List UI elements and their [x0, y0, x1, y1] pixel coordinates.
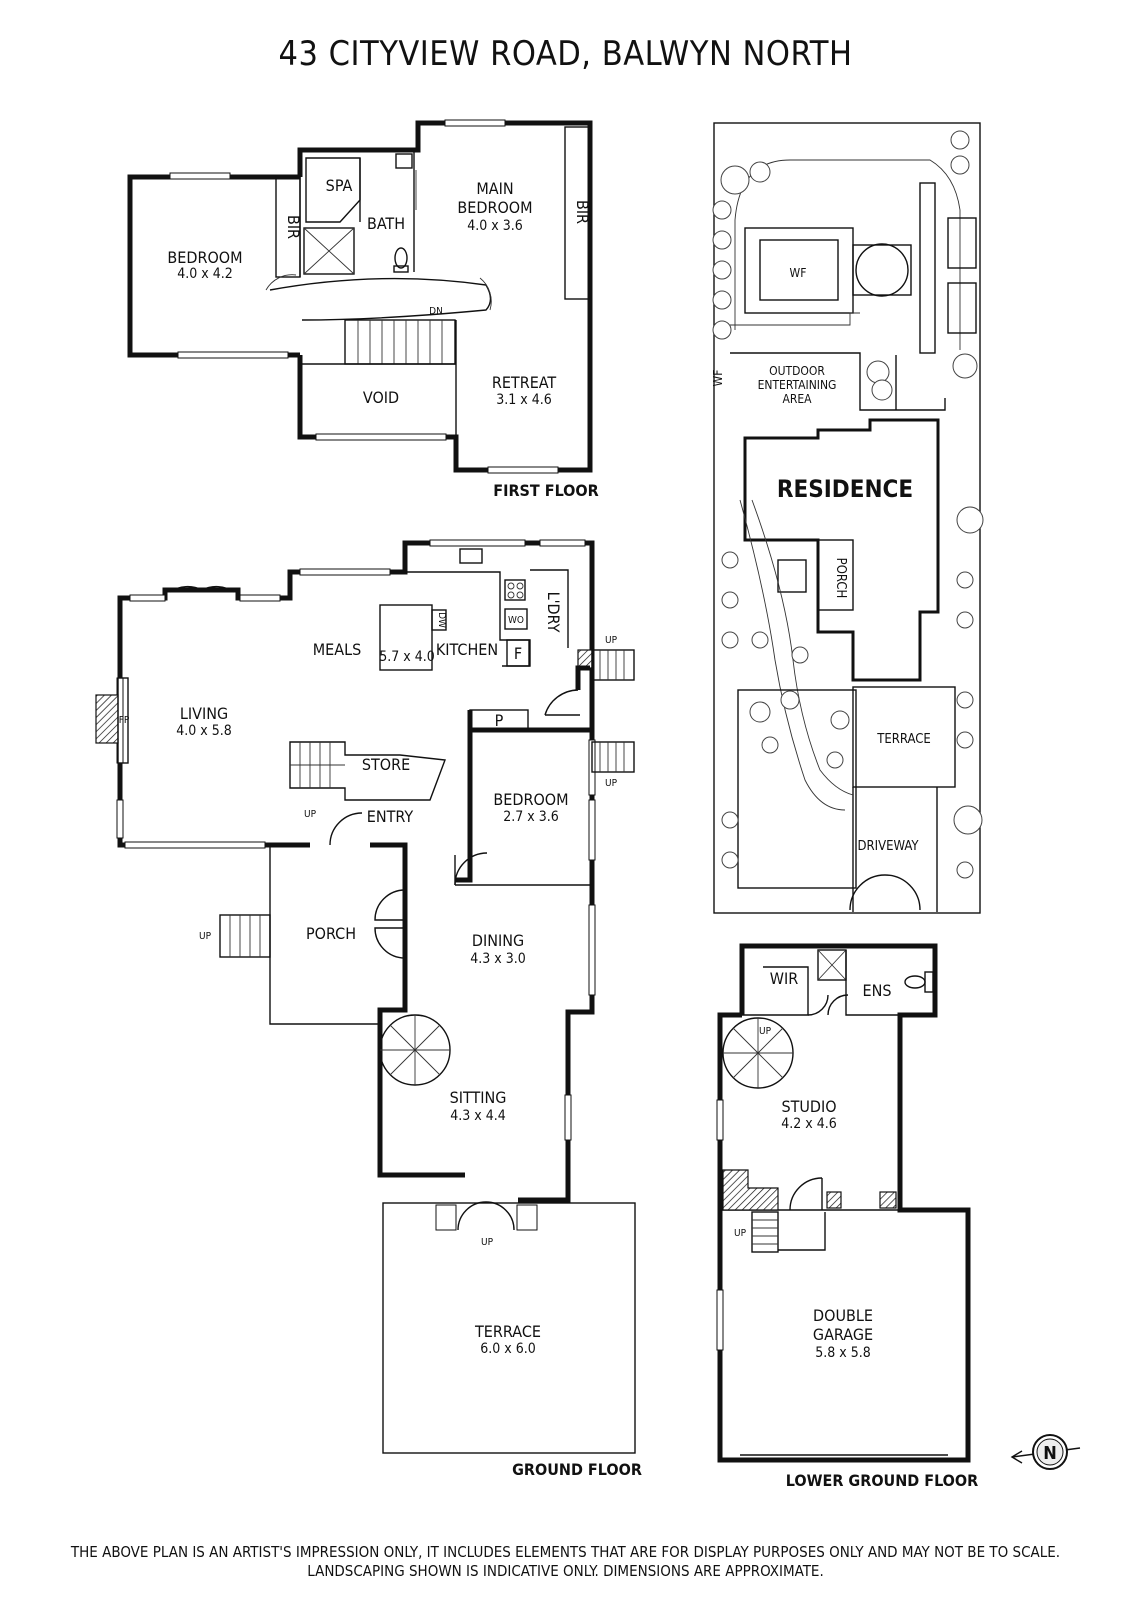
gf-dining-label: DINING [472, 931, 524, 950]
site-outdoor-label-1: OUTDOOR [769, 364, 825, 378]
gf-porch-label: PORCH [306, 924, 356, 943]
gf-up-label-1: UP [605, 635, 618, 646]
plan-title: 43 CITYVIEW ROAD, BALWYN NORTH [278, 34, 853, 74]
ground-floor-plan [95, 539, 636, 1454]
lg-studio-label: STUDIO [781, 1097, 836, 1116]
ff-bedroom-label: BEDROOM [167, 248, 242, 267]
site-porch-label: PORCH [833, 558, 848, 599]
first-floor-stairs [344, 319, 456, 365]
compass-north-label: N [1043, 1443, 1057, 1464]
ff-spa-label: SPA [326, 176, 353, 195]
site-outdoor-label-3: AREA [782, 392, 812, 406]
gf-store-label: STORE [362, 755, 410, 774]
gf-kitchen-dims: 5.7 x 4.0 [379, 649, 435, 665]
first-floor-plan [127, 119, 593, 474]
gf-sitting-label: SITTING [450, 1088, 507, 1107]
gf-fridge-label: F [514, 644, 522, 663]
ff-retreat-label: RETREAT [492, 373, 557, 392]
gf-up-label-4: UP [199, 931, 212, 942]
site-residence-label: RESIDENCE [777, 475, 913, 503]
ff-down-label: DN [429, 306, 443, 317]
gf-kitchen-label: KITCHEN [436, 640, 498, 659]
porch-steps [219, 914, 271, 958]
gf-sitting-dims: 4.3 x 4.4 [450, 1108, 506, 1124]
gf-fireplace-label: FP [119, 715, 130, 726]
lg-up-label-1: UP [759, 1026, 772, 1037]
gf-up-label-2: UP [605, 778, 618, 789]
gf-living-dims: 4.0 x 5.8 [176, 723, 232, 739]
gf-up-label-3: UP [304, 809, 317, 820]
gf-terrace-dims: 6.0 x 6.0 [480, 1341, 536, 1357]
lg-studio-dims: 4.2 x 4.6 [781, 1116, 837, 1132]
site-wf-wall-label: WF [711, 370, 725, 387]
ground-stairs-right [591, 649, 635, 773]
gf-bedroom-label: BEDROOM [493, 790, 568, 809]
gf-wo-label: WO [508, 615, 524, 626]
site-terrace-label: TERRACE [876, 732, 931, 747]
gf-meals-label: MEALS [313, 640, 362, 659]
lg-ens-label: ENS [863, 981, 892, 1000]
site-driveway-label: DRIVEWAY [858, 839, 920, 854]
lower-ground-floor-plan [716, 943, 971, 1463]
gf-living-label: LIVING [180, 704, 228, 723]
gf-laundry-label: L'DRY [544, 592, 563, 633]
lg-garage-label1: DOUBLE [813, 1306, 873, 1325]
site-outdoor-label-2: ENTERTAINING [758, 378, 837, 392]
ff-bir-left-label: BIR [284, 215, 303, 239]
site-trees [712, 130, 984, 879]
gf-entry-label: ENTRY [367, 807, 414, 826]
ground-floor-caption: GROUND FLOOR [512, 1460, 642, 1479]
ff-main-bedroom-label2: BEDROOM [457, 198, 532, 217]
gf-up-label-5: UP [481, 1237, 494, 1248]
spiral-stair-lower [722, 1017, 794, 1089]
ff-bedroom-dims: 4.0 x 4.2 [177, 266, 233, 282]
disclaimer: THE ABOVE PLAN IS AN ARTIST'S IMPRESSION… [0, 1543, 1131, 1581]
lg-up-label-2: UP [734, 1228, 747, 1239]
ff-retreat-dims: 3.1 x 4.6 [496, 392, 552, 408]
spiral-stair-ground [379, 1014, 451, 1086]
site-pond-label: WF [790, 266, 807, 280]
lower-ground-caption: LOWER GROUND FLOOR [786, 1471, 978, 1490]
gf-terrace-label: TERRACE [474, 1322, 541, 1341]
first-floor-caption: FIRST FLOOR [493, 481, 598, 500]
disclaimer-line-1: THE ABOVE PLAN IS AN ARTIST'S IMPRESSION… [70, 1543, 1061, 1561]
ff-bath-label: BATH [367, 214, 405, 233]
ff-main-bedroom-dims: 4.0 x 3.6 [467, 218, 523, 234]
ff-main-bedroom-label1: MAIN [476, 179, 513, 198]
gf-dw-label: DW [436, 612, 447, 628]
lg-wir-label: WIR [770, 969, 798, 988]
gf-bedroom-dims: 2.7 x 3.6 [503, 809, 559, 825]
site-plan [712, 122, 984, 914]
lg-garage-dims: 5.8 x 5.8 [815, 1345, 871, 1361]
gf-dining-dims: 4.3 x 3.0 [470, 951, 526, 967]
north-compass [1010, 1434, 1081, 1470]
ff-bir-right-label: BIR [573, 200, 592, 224]
lg-garage-label2: GARAGE [813, 1325, 873, 1344]
lower-stairs [751, 1211, 779, 1253]
gf-pantry-label: P [495, 711, 504, 730]
disclaimer-line-2: LANDSCAPING SHOWN IS INDICATIVE ONLY. DI… [307, 1562, 824, 1580]
ff-void-label: VOID [363, 388, 399, 407]
